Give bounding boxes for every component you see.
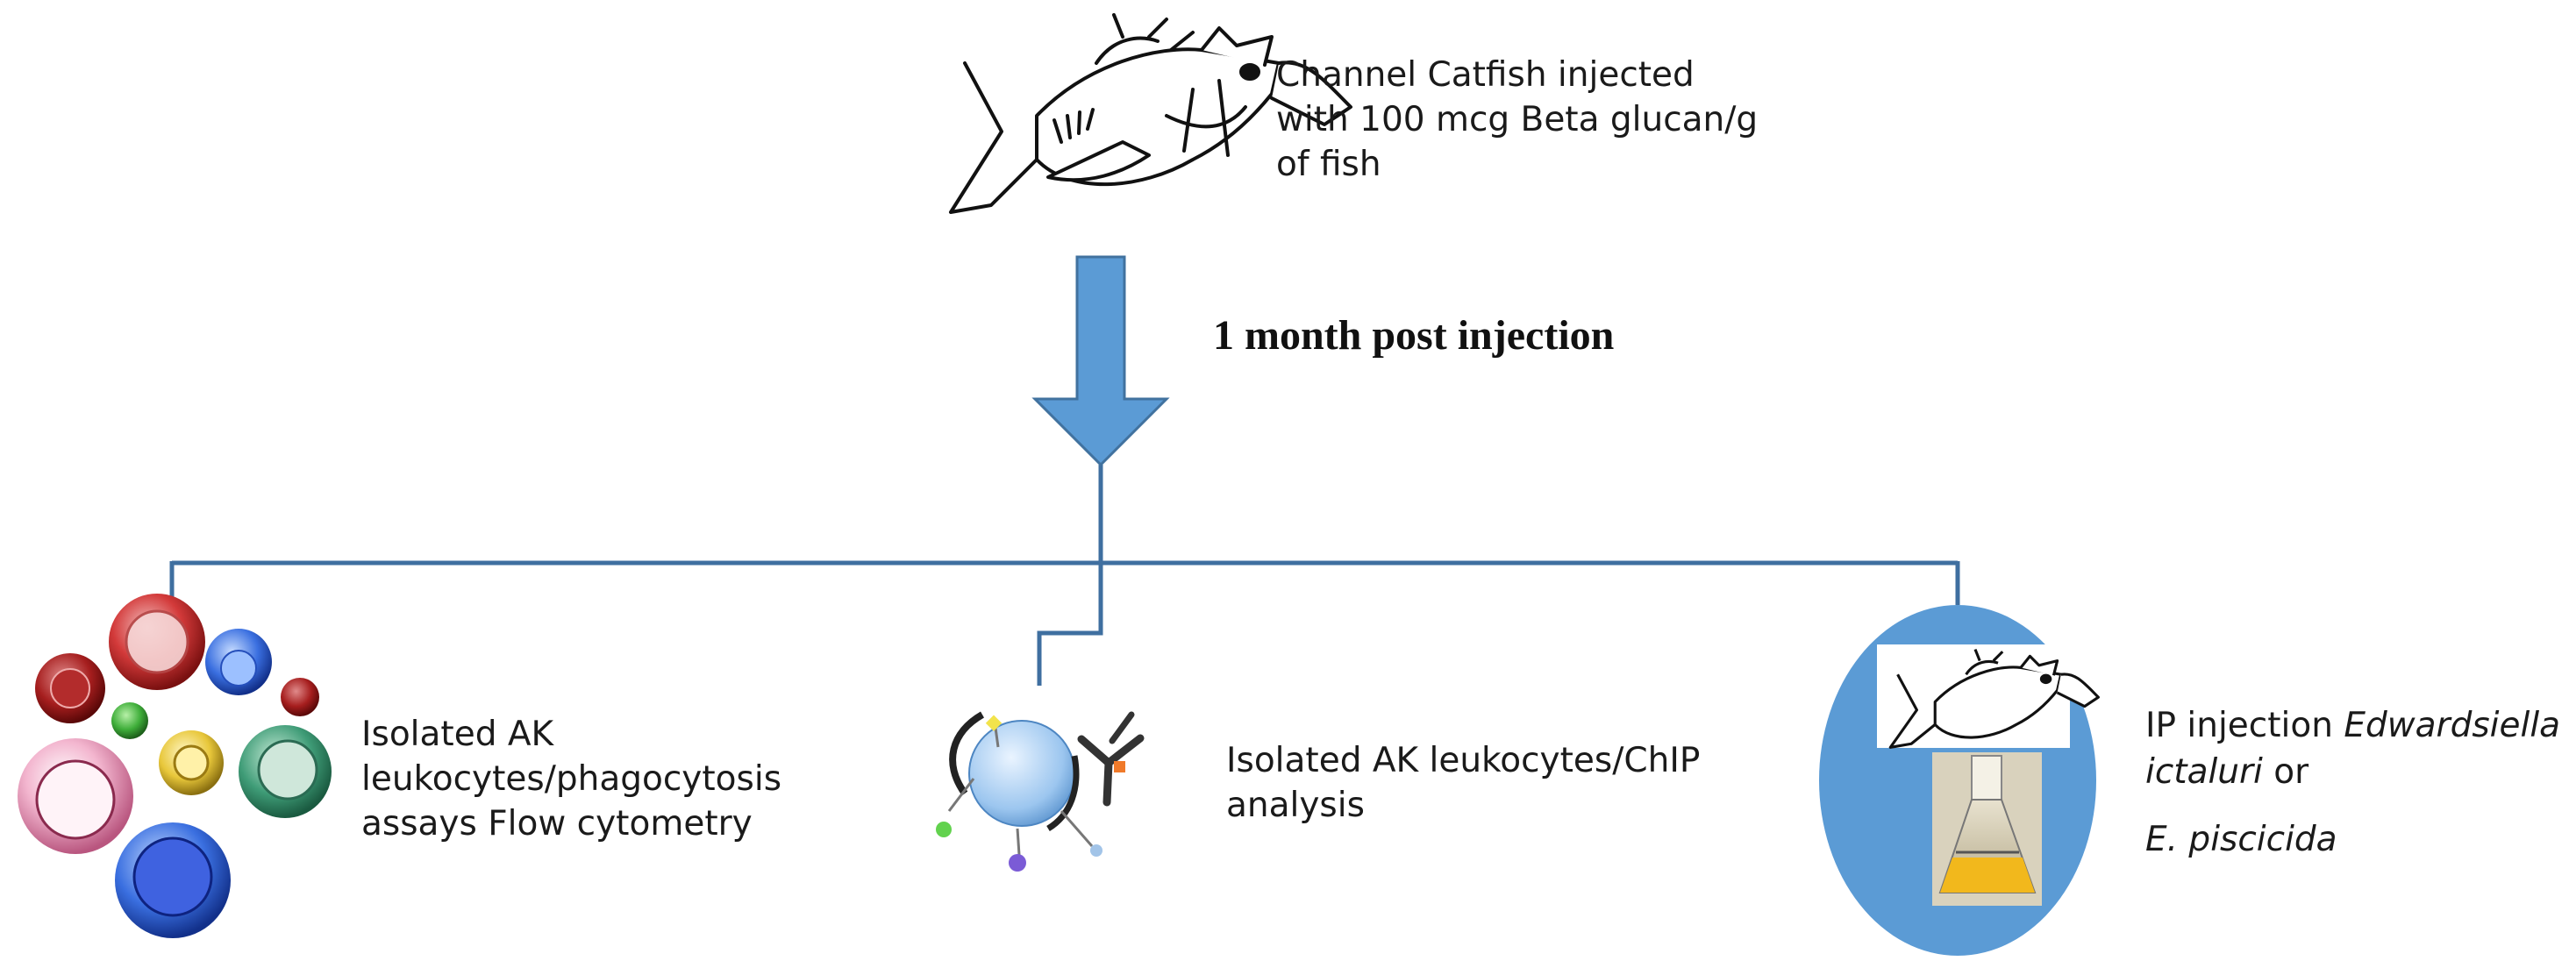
middle-line-2: analysis <box>1226 786 1365 825</box>
down-arrow <box>1031 255 1170 467</box>
leukocyte-cluster-icon <box>18 594 332 938</box>
catfish-icon <box>949 13 1352 214</box>
subject-line-3: of fish <box>1276 145 1381 184</box>
left-line-1: Isolated AK <box>361 715 554 754</box>
subject-line-1: Channel Catfish injected <box>1276 55 1695 95</box>
flask-icon <box>1938 755 2037 893</box>
chip-cell-icon <box>936 711 1145 872</box>
right-line-1: IP injection Edwardsiella <box>2145 706 2561 745</box>
left-branch-label: Isolated AK leukocytes/phagocytosis assa… <box>361 712 781 846</box>
right-line-2: ictaluri or <box>2145 752 2309 792</box>
left-line-2: leukocytes/phagocytosis <box>361 759 782 799</box>
subject-line-2: with 100 mcg Beta glucan/g <box>1276 100 1759 139</box>
right-branch-label: IP injection Edwardsiella ictaluri or E.… <box>2145 702 2560 863</box>
connector-lines <box>169 465 1960 686</box>
middle-drop <box>1037 563 1103 686</box>
middle-branch-label: Isolated AK leukocytes/ChIP analysis <box>1226 738 1700 828</box>
small-catfish-icon <box>1888 649 2100 749</box>
infection-circle-icon <box>1819 605 2100 956</box>
arrow-label: 1 month post injection <box>1213 312 1615 359</box>
middle-line-1: Isolated AK leukocytes/ChIP <box>1226 741 1701 780</box>
subject-label: Channel Catfish injected with 100 mcg Be… <box>1276 53 1758 187</box>
right-line-3: E. piscicida <box>2145 820 2337 859</box>
left-line-3: assays Flow cytometry <box>361 804 753 843</box>
